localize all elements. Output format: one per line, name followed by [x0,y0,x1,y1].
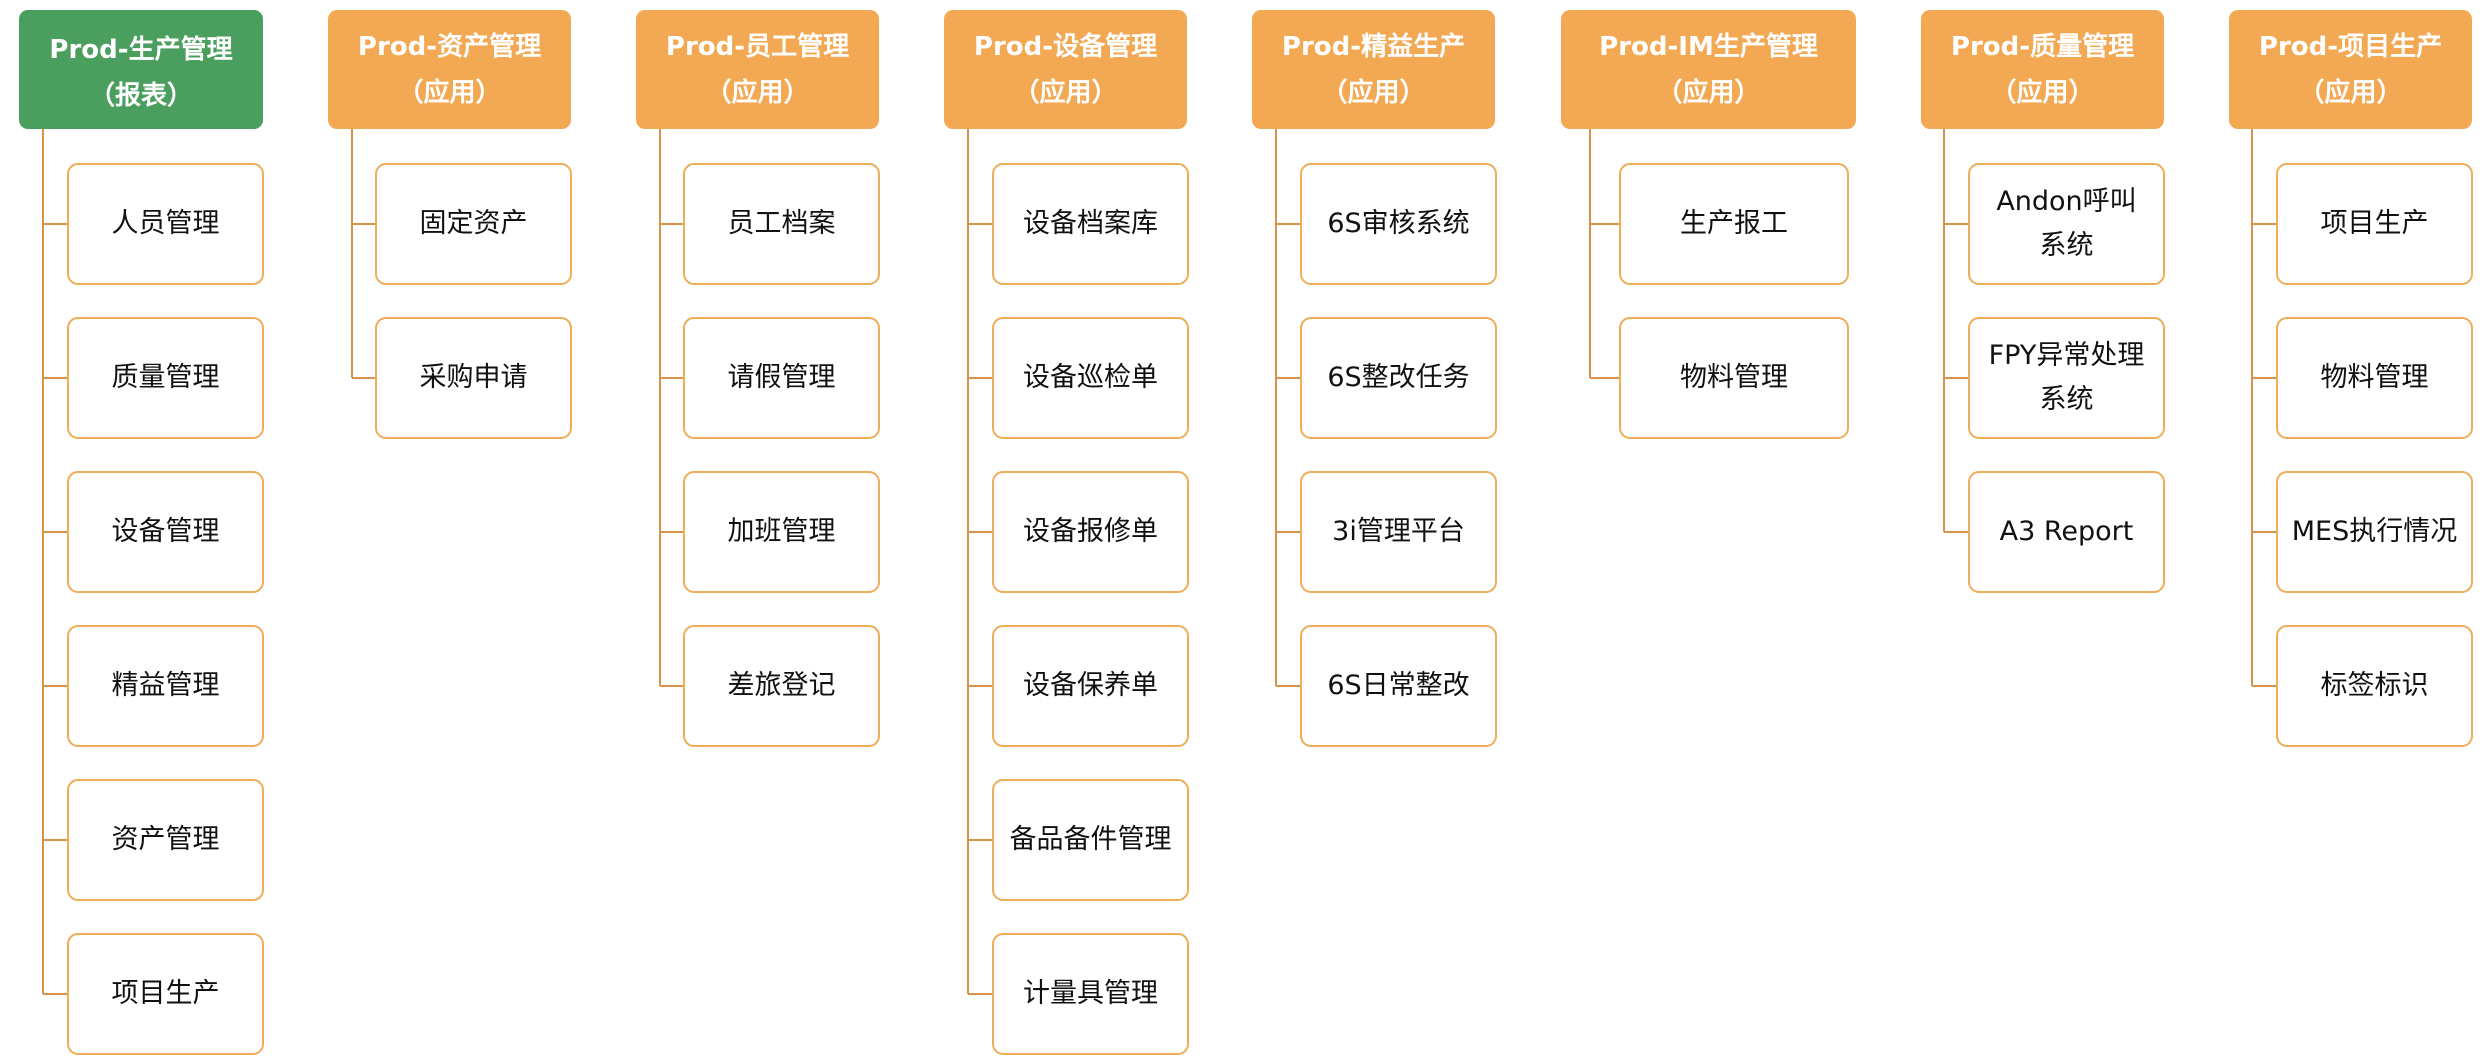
item-6s-daily-rectification[interactable]: 6S日常整改 [1300,625,1497,747]
header-prod-production-report[interactable]: Prod-生产管理 （报表） [19,10,263,129]
item-spare-parts[interactable]: 备品备件管理 [992,779,1189,901]
item-lean[interactable]: 精益管理 [67,625,264,747]
item-assets[interactable]: 资产管理 [67,779,264,901]
header-prod-employee-management[interactable]: Prod-员工管理 （应用） [636,10,879,129]
header-subtitle: （应用） [2298,78,2403,108]
header-title: Prod-精益生产 [1281,32,1466,62]
item-mes-execution[interactable]: MES执行情况 [2276,471,2473,593]
item-quality[interactable]: 质量管理 [67,317,264,439]
header-prod-im-production[interactable]: Prod-IM生产管理 （应用） [1561,10,1856,129]
item-leave-management[interactable]: 请假管理 [683,317,880,439]
item-equipment-archive[interactable]: 设备档案库 [992,163,1189,285]
header-title: Prod-质量管理 [1950,32,2135,62]
item-project-production[interactable]: 项目生产 [2276,163,2473,285]
header-subtitle: （应用） [397,78,502,108]
item-production-report[interactable]: 生产报工 [1619,163,1849,285]
item-employee-records[interactable]: 员工档案 [683,163,880,285]
item-material-management[interactable]: 物料管理 [1619,317,1849,439]
header-title: Prod-员工管理 [665,32,850,62]
item-6s-rectification-task[interactable]: 6S整改任务 [1300,317,1497,439]
header-subtitle: （应用） [705,78,810,108]
header-subtitle: （应用） [1990,78,2095,108]
item-andon-call[interactable]: Andon呼叫 系统 [1968,163,2165,285]
item-overtime-management[interactable]: 加班管理 [683,471,880,593]
item-travel-registration[interactable]: 差旅登记 [683,625,880,747]
header-title: Prod-设备管理 [973,32,1158,62]
item-equipment[interactable]: 设备管理 [67,471,264,593]
item-measuring-tools[interactable]: 计量具管理 [992,933,1189,1055]
item-fpy-exception[interactable]: FPY异常处理 系统 [1968,317,2165,439]
item-project-production[interactable]: 项目生产 [67,933,264,1055]
header-prod-lean-production[interactable]: Prod-精益生产 （应用） [1252,10,1495,129]
item-6s-audit[interactable]: 6S审核系统 [1300,163,1497,285]
header-title: Prod-IM生产管理 [1599,32,1818,62]
header-prod-project-production[interactable]: Prod-项目生产 （应用） [2229,10,2472,129]
header-subtitle: （应用） [1656,78,1761,108]
header-prod-quality-management[interactable]: Prod-质量管理 （应用） [1921,10,2164,129]
header-subtitle: （应用） [1321,78,1426,108]
item-fixed-assets[interactable]: 固定资产 [375,163,572,285]
header-prod-equipment-management[interactable]: Prod-设备管理 （应用） [944,10,1187,129]
item-label-identification[interactable]: 标签标识 [2276,625,2473,747]
item-equipment-maintenance[interactable]: 设备保养单 [992,625,1189,747]
item-material-management[interactable]: 物料管理 [2276,317,2473,439]
item-equipment-inspection[interactable]: 设备巡检单 [992,317,1189,439]
item-personnel[interactable]: 人员管理 [67,163,264,285]
header-title: Prod-资产管理 [357,32,542,62]
item-a3-report[interactable]: A3 Report [1968,471,2165,593]
header-subtitle: （应用） [1013,78,1118,108]
header-title: Prod-项目生产 [2258,32,2443,62]
header-prod-asset-management[interactable]: Prod-资产管理 （应用） [328,10,571,129]
header-title: Prod-生产管理 [49,35,233,65]
item-equipment-repair[interactable]: 设备报修单 [992,471,1189,593]
item-purchase-request[interactable]: 采购申请 [375,317,572,439]
header-subtitle: （报表） [88,81,193,111]
item-3i-platform[interactable]: 3i管理平台 [1300,471,1497,593]
